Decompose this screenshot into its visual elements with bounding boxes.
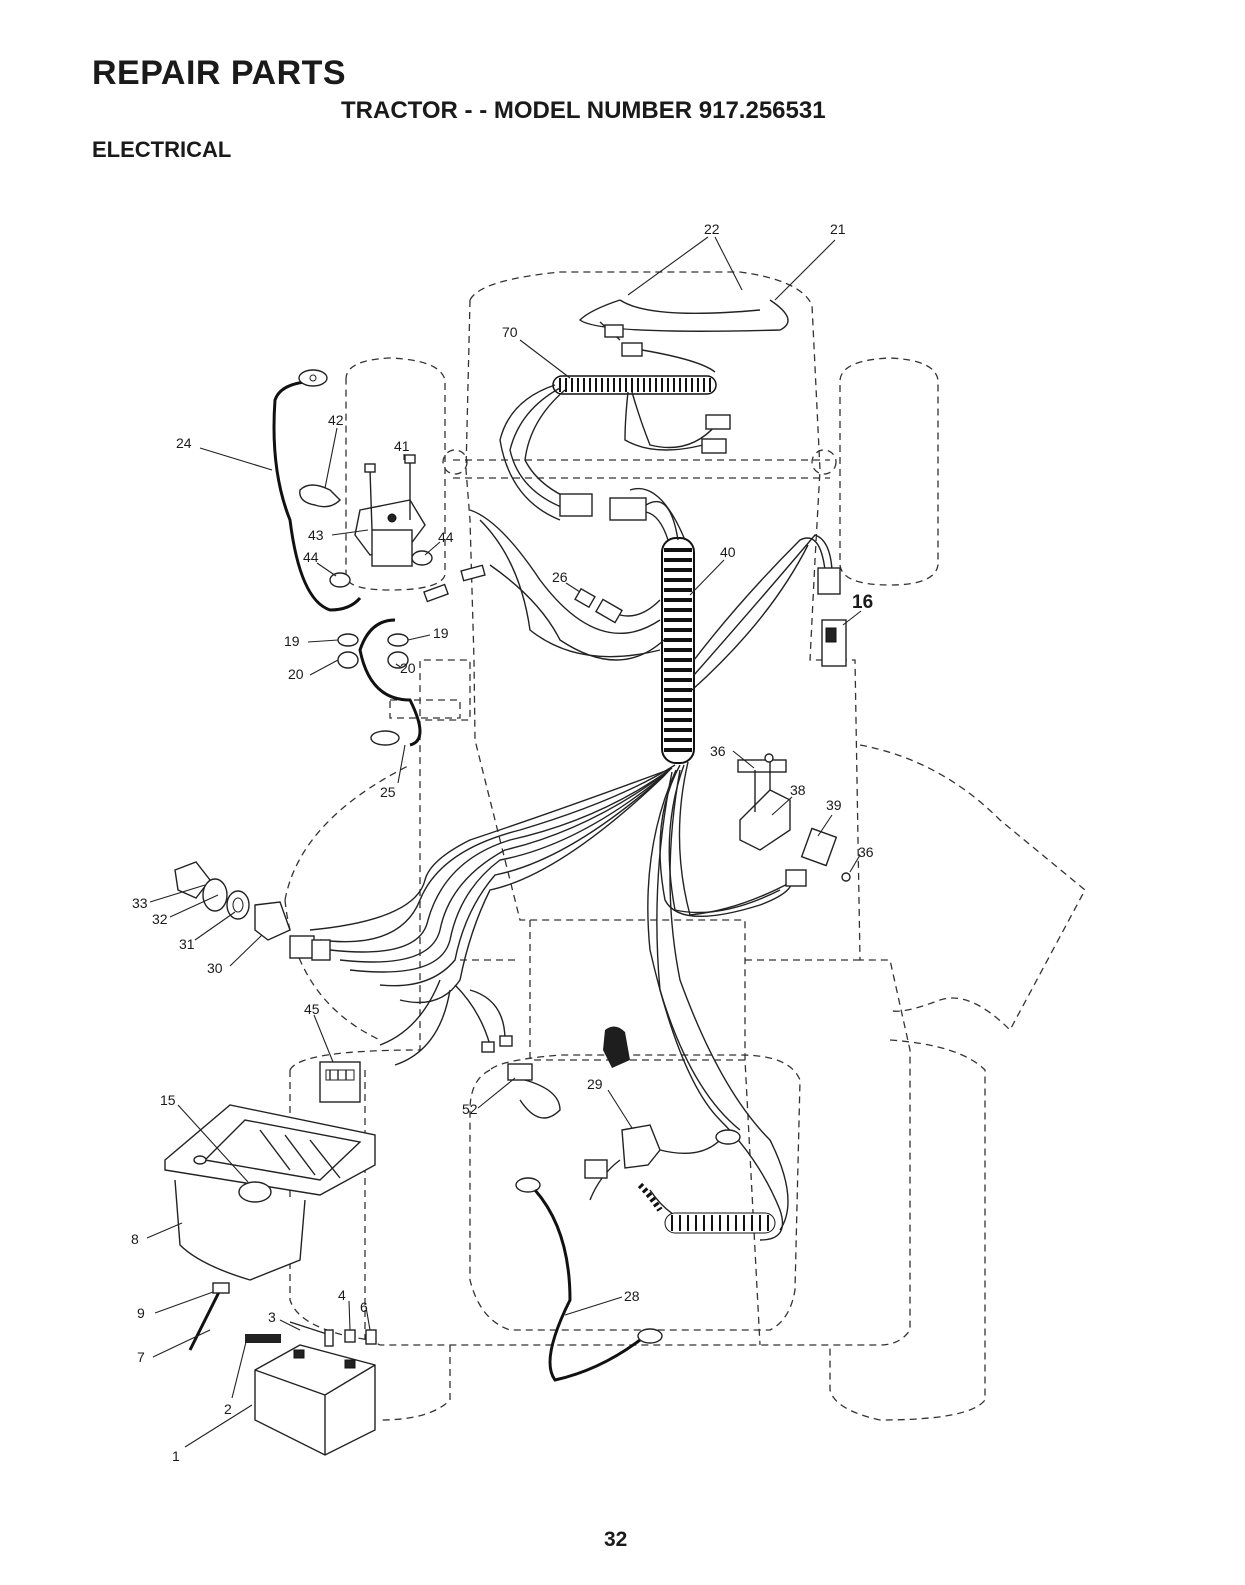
callout-41: 41: [394, 438, 410, 454]
callout-7: 7: [137, 1349, 145, 1365]
callout-1: 1: [172, 1448, 180, 1464]
callout-2: 2: [224, 1401, 232, 1417]
callout-4: 4: [338, 1287, 346, 1303]
battery-box: [165, 1105, 375, 1280]
callout-9: 9: [137, 1305, 145, 1321]
callout-22: 22: [704, 221, 720, 237]
callout-26: 26: [552, 569, 568, 585]
callout-19: 19: [433, 625, 449, 641]
ignition-switch: [175, 862, 290, 940]
callout-3: 3: [268, 1309, 276, 1325]
battery-cable: [516, 1178, 662, 1380]
callout-38: 38: [790, 782, 806, 798]
callout-29: 29: [587, 1076, 603, 1092]
callout-24: 24: [176, 435, 192, 451]
callout-21: 21: [830, 221, 846, 237]
callout-42: 42: [328, 412, 344, 428]
battery-hardware: [190, 1283, 376, 1350]
fuse-holder: [320, 1062, 360, 1102]
callout-43: 43: [308, 527, 324, 543]
seat-switch: [508, 1026, 630, 1118]
callout-20: 20: [288, 666, 304, 682]
battery: [255, 1345, 375, 1455]
callout-6: 6: [360, 1299, 368, 1315]
callout-40: 40: [720, 544, 736, 560]
callout-44: 44: [438, 529, 454, 545]
callout-16: 16: [852, 592, 873, 613]
callout-28: 28: [624, 1288, 640, 1304]
callout-15: 15: [160, 1092, 176, 1108]
callout-36: 36: [858, 844, 874, 860]
callout-25: 25: [380, 784, 396, 800]
callout-8: 8: [131, 1231, 139, 1247]
starter-solenoid: [585, 1125, 775, 1233]
callout-32: 32: [152, 911, 168, 927]
callout-70: 70: [502, 324, 518, 340]
callout-19: 19: [284, 633, 300, 649]
callout-36: 36: [710, 743, 726, 759]
callout-33: 33: [132, 895, 148, 911]
page-number: 32: [604, 1528, 627, 1552]
callout-45: 45: [304, 1001, 320, 1017]
callout-39: 39: [826, 797, 842, 813]
callout-20: 20: [400, 660, 416, 676]
callout-31: 31: [179, 936, 195, 952]
callout-30: 30: [207, 960, 223, 976]
callout-44: 44: [303, 549, 319, 565]
callout-52: 52: [462, 1101, 478, 1117]
pto-switch: [738, 754, 850, 881]
